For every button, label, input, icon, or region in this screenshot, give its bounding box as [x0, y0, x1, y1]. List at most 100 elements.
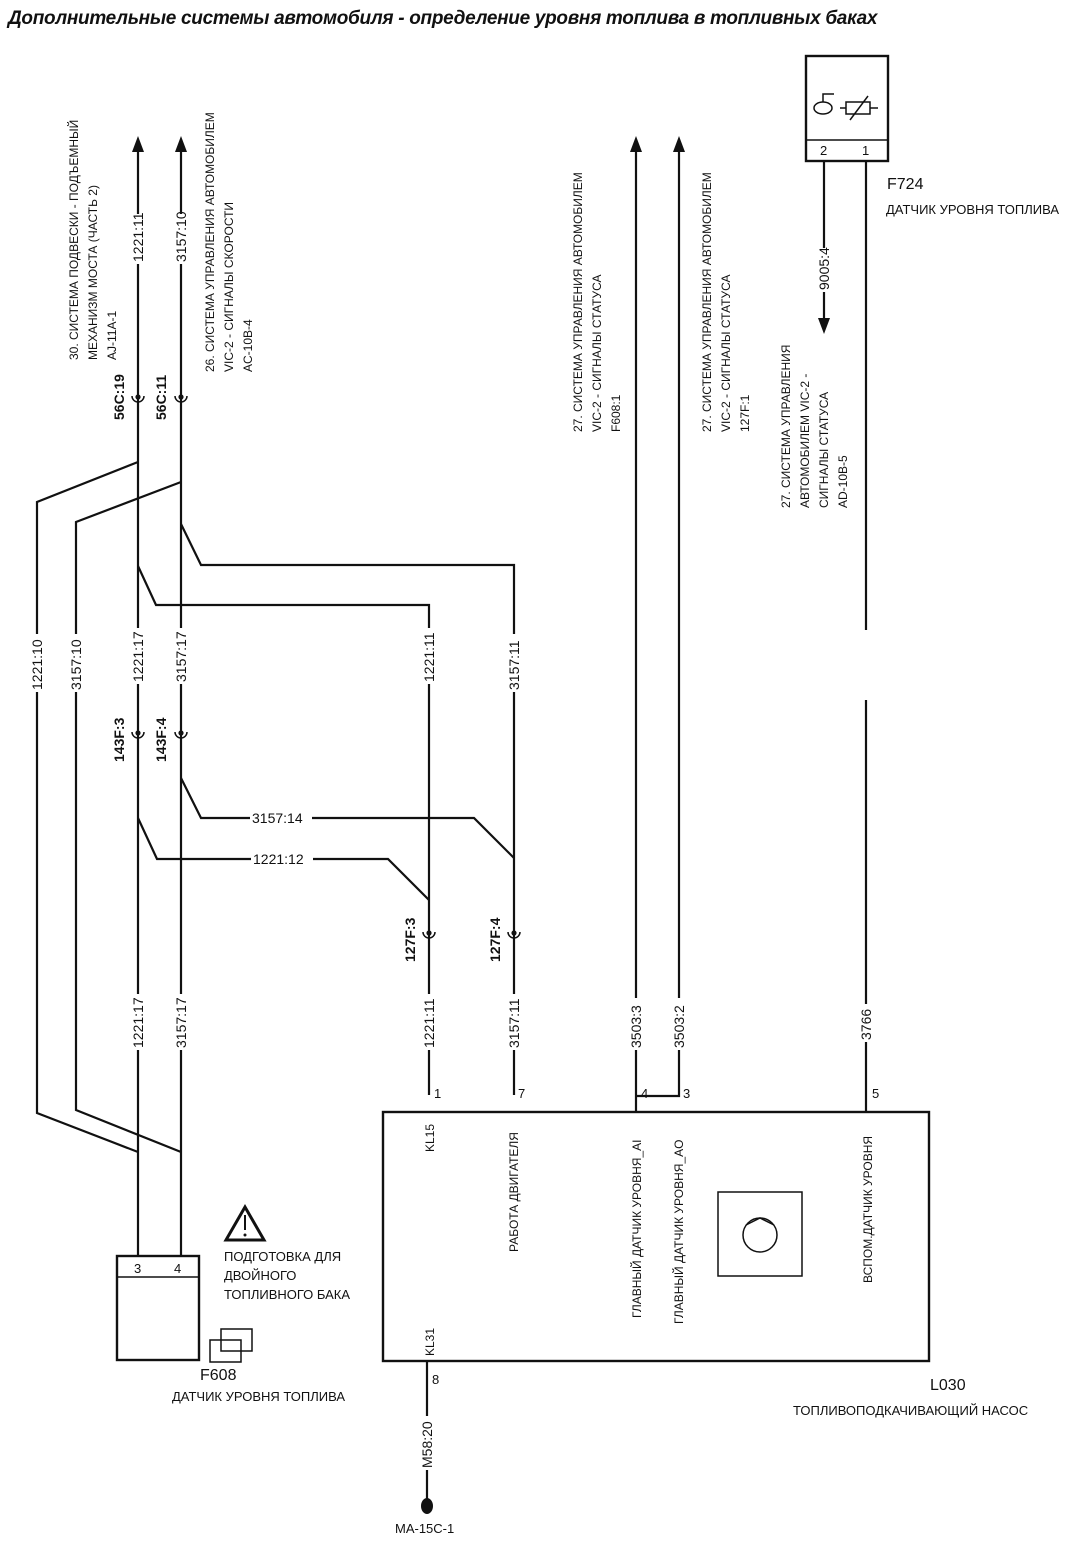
pin-label: 2: [820, 143, 827, 158]
wire-label: 3157:17: [173, 631, 189, 682]
wire-label: 3157:11: [506, 998, 522, 1048]
component-name: ДАТЧИК УРОВНЯ ТОПЛИВА: [886, 202, 1059, 217]
reference-26-line1: 26. СИСТЕМА УПРАВЛЕНИЯ АВТОМОБИЛЕМ: [203, 112, 217, 372]
wire-label: 3766: [858, 1009, 874, 1040]
wire-label: M58:20: [419, 1421, 435, 1468]
pin-function-label: РАБОТА ДВИГАТЕЛЯ: [507, 1132, 521, 1252]
reference-27-127f: 27. СИСТЕМА УПРАВЛЕНИЯ АВТОМОБИЛЕМ VIC-2…: [700, 172, 752, 432]
arrow-up-icon: [673, 136, 685, 152]
wire-label: 1221:11: [130, 212, 146, 262]
wire-label: 1221:10: [29, 639, 45, 690]
component-code: L030: [930, 1377, 966, 1394]
connector-label: 143F:4: [153, 717, 169, 762]
pin-function-label: ВСПОМ.ДАТЧИК УРОВНЯ: [861, 1136, 875, 1283]
arrow-up-icon: [630, 136, 642, 152]
wire-label: 1221:12: [253, 851, 304, 867]
wire-label: 3157:10: [173, 211, 189, 262]
reference-27a-line2: VIC-2 - СИГНАЛЫ СТАТУСА: [590, 274, 604, 432]
reference-27b-line1: 27. СИСТЕМА УПРАВЛЕНИЯ АВТОМОБИЛЕМ: [700, 172, 714, 432]
reference-26: 26. СИСТЕМА УПРАВЛЕНИЯ АВТОМОБИЛЕМ VIC-2…: [203, 112, 255, 372]
wire-label: 3157:17: [173, 997, 189, 1048]
connector-56c19: 56C:19: [111, 374, 145, 420]
wire-3157-10: [74, 480, 182, 1154]
reference-27-f608: 27. СИСТЕМА УПРАВЛЕНИЯ АВТОМОБИЛЕМ VIC-2…: [571, 172, 623, 432]
pump-icon: [717, 1191, 803, 1277]
reference-30-line2: МЕХАНИЗМ МОСТА (ЧАСТЬ 2): [86, 185, 100, 360]
wire-3503-2: [636, 150, 681, 1098]
connector-label: 127F:4: [487, 917, 503, 962]
reference-27a-line3: F608:1: [609, 394, 623, 432]
wire-3157-14: [180, 777, 515, 859]
reference-27b-line2: VIC-2 - СИГНАЛЫ СТАТУСА: [719, 274, 733, 432]
wire-3157-11-branch: [180, 523, 516, 1095]
connector-127f4: 127F:4: [487, 917, 521, 962]
connector-label: 127F:3: [402, 917, 418, 962]
wire-label: 3503:2: [671, 1005, 687, 1048]
note-line: ДВОЙНОГО: [224, 1268, 296, 1283]
pin-function-label: KL31: [423, 1328, 437, 1356]
wire-label: 3157:14: [252, 810, 303, 826]
wire-label: 3157:11: [506, 640, 522, 690]
wire-label: 1221:17: [130, 631, 146, 682]
component-name: ТОПЛИВОПОДКАЧИВАЮЩИЙ НАСОС: [793, 1403, 1028, 1418]
wire-label: 1221:17: [130, 997, 146, 1048]
reference-30: 30. СИСТЕМА ПОДВЕСКИ - ПОДЪЕМНЫЙ МЕХАНИЗ…: [66, 120, 119, 360]
reference-27-ad10b5: 27. СИСТЕМА УПРАВЛЕНИЯ АВТОМОБИЛЕМ VIC-2…: [779, 345, 850, 508]
reference-27c-line3: СИГНАЛЫ СТАТУСА: [817, 392, 831, 508]
pin-function-label: ГЛАВНЫЙ ДАТЧИК УРОВНЯ_AI: [629, 1140, 644, 1318]
connector-143f4: 143F:4: [153, 717, 188, 762]
connector-143f3: 143F:3: [111, 717, 145, 762]
reference-26-line2: VIC-2 - СИГНАЛЫ СКОРОСТИ: [222, 202, 236, 372]
arrow-down-icon: [818, 318, 830, 334]
connector-label: 56C:11: [153, 375, 169, 420]
ground-point-icon: [421, 1498, 433, 1514]
component-f724[interactable]: 2 1 F724 ДАТЧИК УРОВНЯ ТОПЛИВА: [804, 54, 1059, 217]
component-name: ДАТЧИК УРОВНЯ ТОПЛИВА: [172, 1389, 345, 1404]
arrow-up-icon: [175, 136, 187, 152]
connector-56c11: 56C:11: [153, 375, 188, 420]
component-l030[interactable]: 1 7 4 3 5 8 KL15 РАБОТА ДВИГАТЕЛЯ ГЛАВНЫ…: [381, 1086, 1028, 1418]
note-line: ПОДГОТОВКА ДЛЯ: [224, 1249, 341, 1264]
connector-127f3: 127F:3: [402, 917, 436, 962]
warning-icon: [223, 1203, 267, 1242]
reference-30-line3: AJ-11A-1: [105, 311, 119, 360]
reference-27c-line2: АВТОМОБИЛЕМ VIC-2 -: [798, 374, 812, 508]
ground-label: MA-15C-1: [395, 1521, 454, 1536]
diagram-title: Дополнительные системы автомобиля - опре…: [8, 8, 878, 29]
component-code: F608: [200, 1367, 237, 1384]
pin-label: 1: [434, 1086, 441, 1101]
component-code: F724: [887, 176, 924, 193]
wire-labels: 1221:11 3157:10 1221:10 3157:10 1221:17 …: [29, 211, 874, 1470]
reference-26-line3: AC-10B-4: [241, 319, 255, 372]
pin-label: 7: [518, 1086, 525, 1101]
wire-1221-10: [35, 460, 139, 1154]
component-f608[interactable]: 3 4 ПОДГОТОВКА ДЛЯ ДВОЙНОГО ТОПЛИВНОГО Б…: [115, 1203, 350, 1404]
wire-label: 1221:11: [421, 998, 437, 1048]
connector-label: 56C:19: [111, 374, 127, 420]
pin-label: 4: [641, 1086, 648, 1101]
wire-label: 1221:11: [421, 632, 437, 682]
reference-30-line1: 30. СИСТЕМА ПОДВЕСКИ - ПОДЪЕМНЫЙ: [66, 120, 81, 360]
reference-27b-line3: 127F:1: [738, 394, 752, 432]
note-line: ТОПЛИВНОГО БАКА: [224, 1287, 350, 1302]
wire-label: 9005:4: [816, 247, 832, 290]
wire-1221-11-branch: [137, 565, 431, 1095]
reference-27c-line4: AD-10B-5: [836, 455, 850, 508]
pin-label: 8: [432, 1372, 439, 1387]
float-sensor-icon: [813, 93, 878, 121]
pin-label: 5: [872, 1086, 879, 1101]
document-reference-icon: [209, 1328, 253, 1363]
reference-27a-line1: 27. СИСТЕМА УПРАВЛЕНИЯ АВТОМОБИЛЕМ: [571, 172, 585, 432]
arrow-up-icon: [132, 136, 144, 152]
pin-label: 3: [134, 1261, 141, 1276]
wire-label: 3157:10: [68, 639, 84, 690]
pin-function-label: KL15: [423, 1124, 437, 1152]
pin-function-label: ГЛАВНЫЙ ДАТЧИК УРОВНЯ_AO: [671, 1140, 686, 1324]
pin-label: 4: [174, 1261, 181, 1276]
pin-label: 3: [683, 1086, 690, 1101]
pin-label: 1: [862, 143, 869, 158]
wire-label: 3503:3: [628, 1005, 644, 1048]
connector-label: 143F:3: [111, 717, 127, 762]
reference-27c-line1: 27. СИСТЕМА УПРАВЛЕНИЯ: [779, 345, 793, 508]
